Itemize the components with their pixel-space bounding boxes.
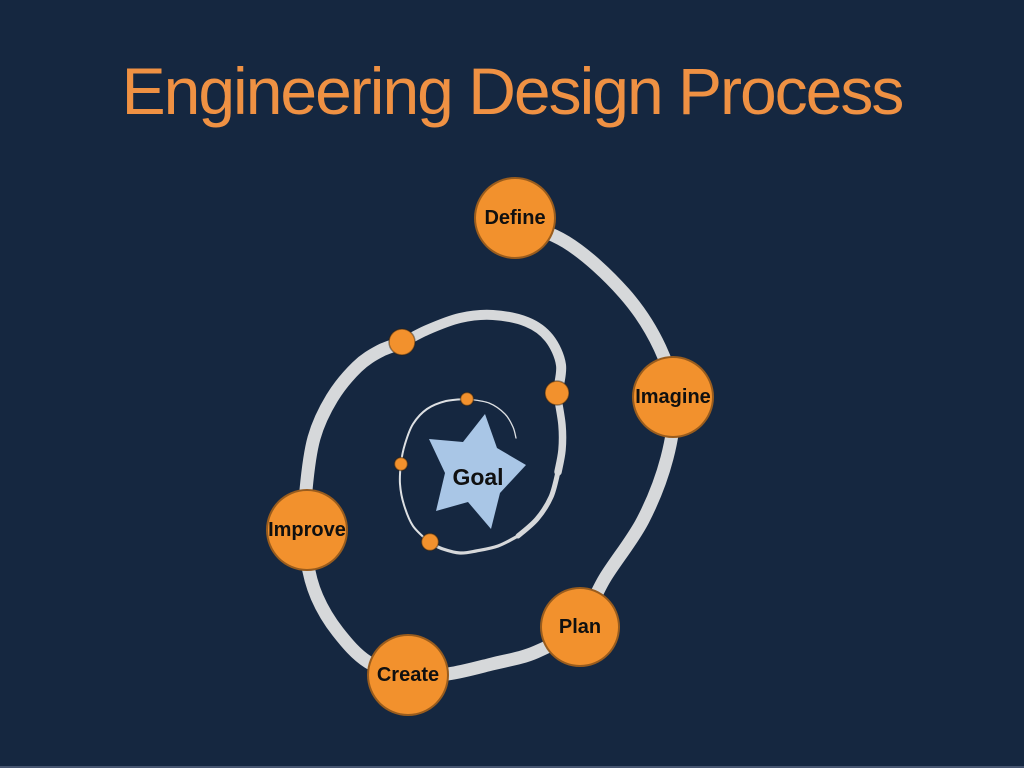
spiral-dot (393, 456, 409, 472)
spiral-track-segment (397, 309, 567, 399)
spiral-track-segment (398, 398, 468, 544)
step-circle-imagine: Imagine (632, 356, 714, 438)
spiral-dot (420, 532, 440, 552)
spiral-track-segment (553, 390, 567, 476)
goal-label: Goal (452, 464, 503, 490)
step-label-improve: Improve (268, 518, 346, 541)
spiral-track-segment (428, 534, 520, 555)
step-circle-plan: Plan (540, 587, 620, 667)
spiral-track-segment (466, 398, 517, 439)
spiral-track-segment (515, 469, 561, 539)
spiral-dot (544, 380, 570, 406)
spiral-dot (459, 391, 475, 407)
step-label-imagine: Imagine (635, 385, 711, 408)
step-label-define: Define (484, 206, 546, 229)
step-circle-define: Define (474, 177, 556, 259)
step-label-create: Create (376, 663, 440, 686)
slide-bottom-edge (0, 766, 1024, 768)
step-circle-improve: Improve (266, 489, 348, 571)
spiral-milestone-dots (388, 328, 570, 552)
step-circle-create: Create (367, 634, 449, 716)
step-label-plan: Plan (558, 615, 602, 638)
goal-star-icon (429, 414, 526, 529)
slide-title: Engineering Design Process (121, 54, 905, 128)
spiral-dot (388, 328, 416, 356)
